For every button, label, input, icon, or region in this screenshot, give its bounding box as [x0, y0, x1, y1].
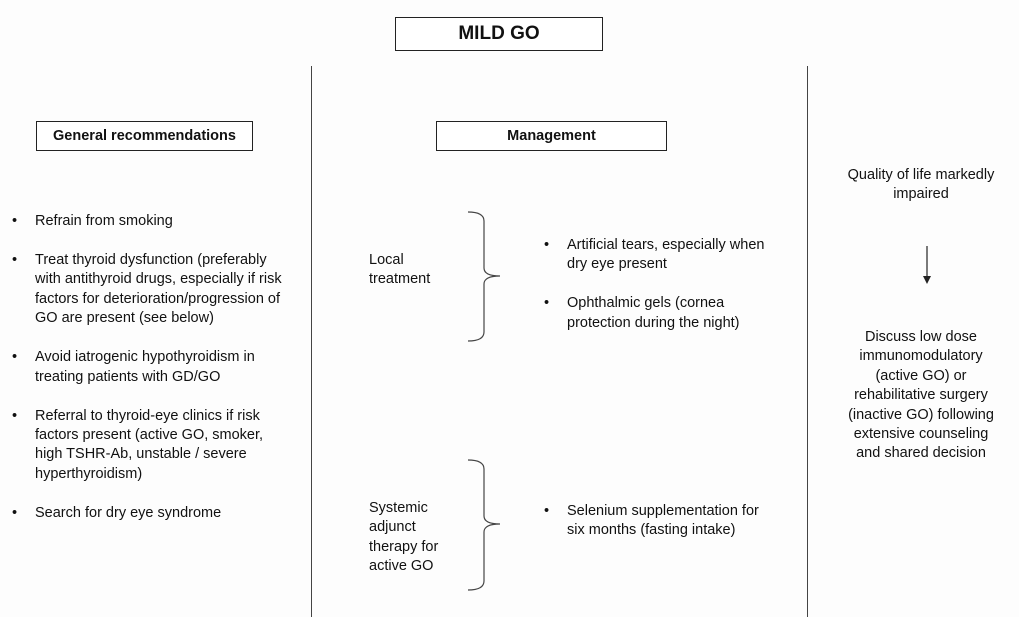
- general-recommendations-heading: General recommendations: [36, 121, 253, 151]
- management-heading: Management: [436, 121, 667, 151]
- systemic-therapy-brace: [467, 459, 501, 591]
- column-divider-left: [311, 66, 312, 617]
- list-item: Referral to thyroid-eye clinics if risk …: [12, 407, 290, 485]
- list-item: Treat thyroid dysfunction (preferably wi…: [12, 251, 290, 329]
- local-treatment-label: Local treatment: [369, 252, 431, 288]
- list-item: Artificial tears, especially when dry ey…: [544, 236, 767, 275]
- diagram-title: MILD GO: [395, 17, 603, 51]
- systemic-therapy-label: Systemic adjunct therapy for active GO: [369, 500, 439, 575]
- systemic-therapy-list: Selenium supplementation for six months …: [544, 502, 767, 541]
- list-item: Selenium supplementation for six months …: [544, 502, 767, 541]
- local-treatment-brace: [467, 211, 501, 342]
- list-item: Search for dry eye syndrome: [12, 504, 290, 524]
- recommended-action: Discuss low dose immunomodulatory (activ…: [848, 329, 994, 462]
- down-arrow-icon: [923, 246, 931, 284]
- list-item: Ophthalmic gels (cornea protection durin…: [544, 294, 767, 333]
- quality-of-life-condition: Quality of life markedly impaired: [847, 167, 995, 203]
- general-recommendations-list: Refrain from smoking Treat thyroid dysfu…: [12, 212, 290, 543]
- column-divider-right: [807, 66, 808, 617]
- list-item: Refrain from smoking: [12, 212, 290, 232]
- list-item: Avoid iatrogenic hypothyroidism in treat…: [12, 348, 290, 387]
- local-treatment-list: Artificial tears, especially when dry ey…: [544, 236, 767, 353]
